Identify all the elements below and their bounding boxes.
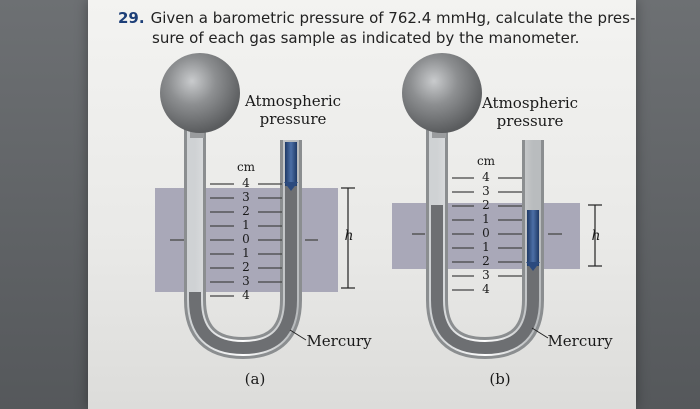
- tick-a-6: 2: [242, 260, 250, 274]
- atmospheric-line-2-b: pressure: [496, 112, 564, 130]
- tick-a-8: 4: [242, 288, 250, 302]
- arrow-down-icon-a: [284, 182, 298, 191]
- tick-a-7: 3: [242, 274, 250, 288]
- question-line-2: sure of each gas sample as indicated by …: [152, 29, 580, 47]
- atmospheric-label-b: Atmospheric pressure: [475, 94, 585, 130]
- tick-a-4: 0: [242, 232, 250, 246]
- atmospheric-line-1-a: Atmospheric: [244, 92, 342, 110]
- caption-b: (b): [489, 370, 511, 388]
- mercury-leader-a: [289, 329, 307, 341]
- gas-bulb-a: [160, 53, 240, 133]
- mercury-label-b: Mercury: [547, 332, 613, 350]
- h-label-a: h: [344, 228, 354, 244]
- unit-label-b: cm: [476, 154, 496, 168]
- mercury-column-a: [285, 142, 297, 186]
- question-number: 29.: [118, 9, 145, 27]
- tick-a-3: 1: [242, 218, 250, 232]
- h-label-b: h: [591, 228, 601, 244]
- gas-bulb-b: [402, 53, 482, 133]
- tick-b-6: 2: [482, 254, 490, 268]
- scale-numbers-a: 4 3 2 1 0 1 2 3 4: [236, 176, 256, 302]
- tick-b-4: 0: [482, 226, 490, 240]
- unit-label-a: cm: [236, 160, 256, 174]
- atmospheric-line-1-b: Atmospheric: [481, 94, 579, 112]
- tick-b-3: 1: [482, 212, 490, 226]
- tick-b-7: 3: [482, 268, 490, 282]
- pressure-band-b: [392, 203, 580, 269]
- question-text: 29. Given a barometric pressure of 762.4 …: [118, 8, 638, 48]
- tick-b-0: 4: [482, 170, 490, 184]
- tick-b-8: 4: [482, 282, 490, 296]
- mercury-b: [431, 205, 539, 355]
- atmospheric-label-a: Atmospheric pressure: [238, 92, 348, 128]
- question-line-1: Given a barometric pressure of 762.4 mmH…: [150, 9, 636, 27]
- tick-b-5: 1: [482, 240, 490, 254]
- tick-b-1: 3: [482, 184, 490, 198]
- tick-a-1: 3: [242, 190, 250, 204]
- tick-b-2: 2: [482, 198, 490, 212]
- scale-lines-b: [452, 177, 522, 291]
- scale-lines-a: [210, 183, 282, 297]
- caption-a: (a): [244, 370, 266, 388]
- mercury-column-b: [527, 210, 539, 266]
- mercury-a: [189, 183, 297, 355]
- manometer-a: [155, 53, 355, 360]
- atmospheric-line-2-a: pressure: [259, 110, 327, 128]
- arrow-down-icon-b: [526, 262, 540, 271]
- tick-a-2: 2: [242, 204, 250, 218]
- tick-a-5: 1: [242, 246, 250, 260]
- tick-a-0: 4: [242, 176, 250, 190]
- mercury-label-a: Mercury: [306, 332, 372, 350]
- scale-numbers-b: 4 3 2 1 0 1 2 3 4: [476, 170, 496, 296]
- mercury-leader-b: [531, 327, 549, 339]
- manometer-b: [392, 53, 602, 360]
